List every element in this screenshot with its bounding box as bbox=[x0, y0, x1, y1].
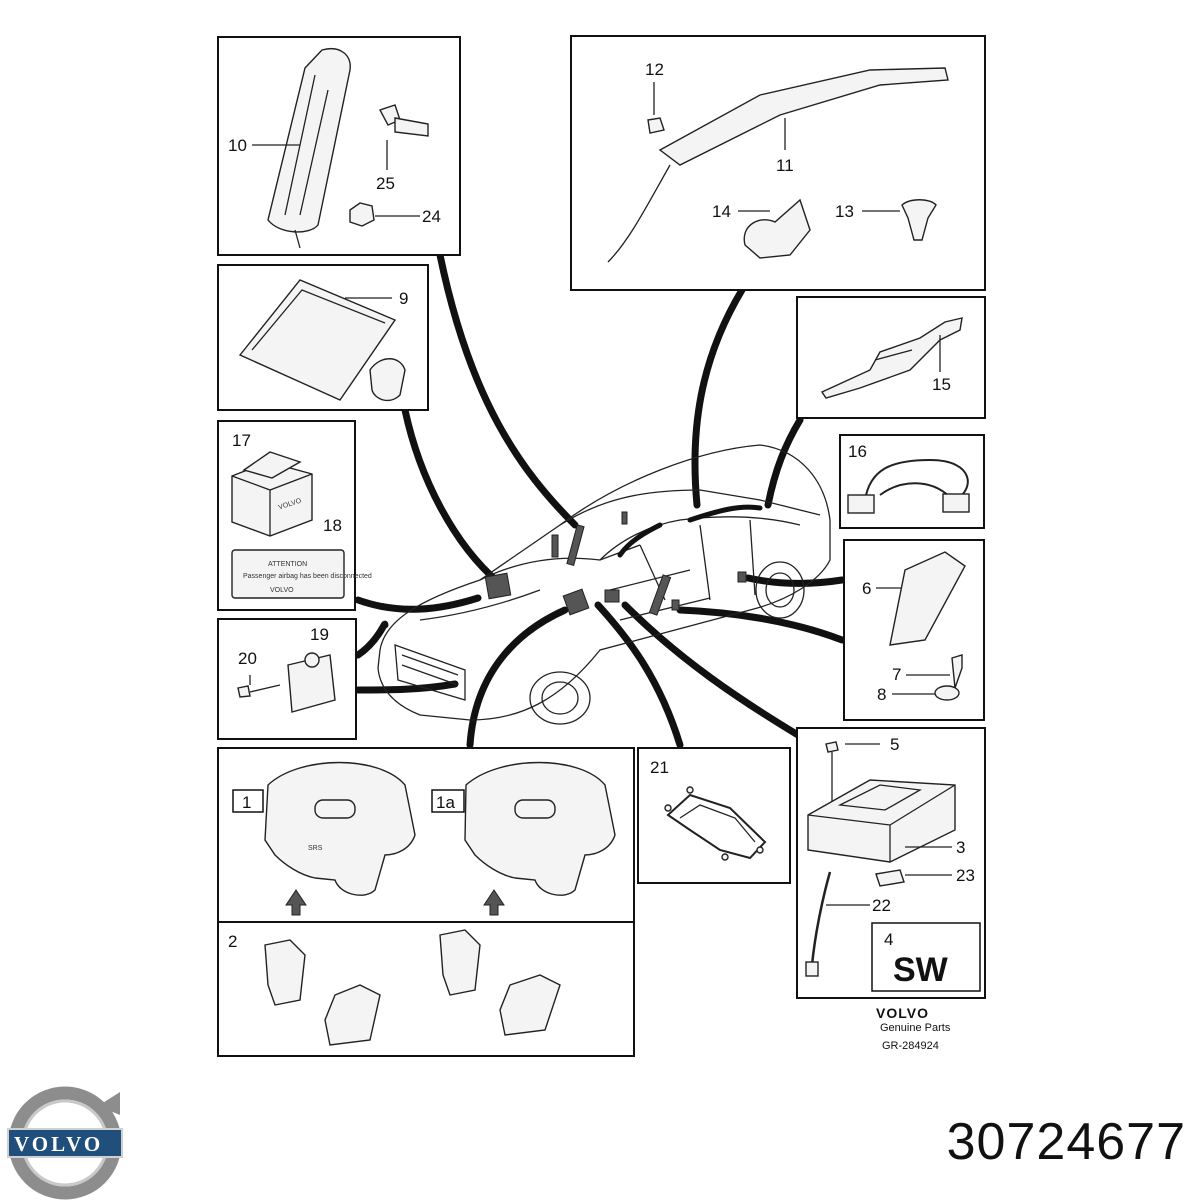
label-3: 3 bbox=[956, 838, 965, 857]
label-21: 21 bbox=[650, 758, 669, 777]
panel-box-and-sticker: 17 VOLVO 18 ATTENTION Passenger airbag h… bbox=[217, 420, 372, 611]
footer-brand: VOLVO bbox=[876, 1005, 929, 1021]
label-12: 12 bbox=[645, 60, 664, 79]
label-22: 22 bbox=[872, 896, 891, 915]
panel-control-module: 5 3 23 22 4 SW bbox=[796, 727, 986, 999]
panel-side-airbag: 10 25 24 bbox=[217, 36, 461, 256]
panel-side-sensor: 6 7 8 bbox=[843, 539, 985, 721]
label-17: 17 bbox=[232, 431, 251, 450]
label-7: 7 bbox=[892, 665, 901, 684]
part-number: 30724677 bbox=[946, 1113, 1186, 1171]
label-19: 19 bbox=[310, 625, 329, 644]
callout-arrows bbox=[354, 251, 846, 749]
label-2: 2 bbox=[228, 932, 237, 951]
srs-text: SRS bbox=[308, 845, 323, 852]
sticker-title: ATTENTION bbox=[268, 561, 307, 568]
panel-steering-airbag: 1 1a SRS 2 bbox=[217, 747, 635, 1057]
label-9: 9 bbox=[399, 289, 408, 308]
panel-curtain-airbag: 12 11 14 13 bbox=[570, 35, 986, 291]
label-1: 1 bbox=[242, 793, 251, 812]
panel-passenger-airbag: 9 bbox=[217, 264, 429, 411]
label-20: 20 bbox=[238, 649, 257, 668]
label-8: 8 bbox=[877, 685, 886, 704]
sticker-brand: VOLVO bbox=[270, 587, 294, 594]
label-16: 16 bbox=[848, 442, 867, 461]
car-illustration bbox=[377, 444, 831, 725]
label-24: 24 bbox=[422, 207, 441, 226]
label-25: 25 bbox=[376, 174, 395, 193]
sticker-text: Passenger airbag has been disconnected bbox=[243, 573, 372, 580]
label-18: 18 bbox=[323, 516, 342, 535]
label-1a: 1a bbox=[436, 793, 455, 812]
panel-harness: 21 bbox=[637, 747, 791, 884]
sw-badge: SW bbox=[893, 951, 949, 989]
footer-ref: GR-284924 bbox=[882, 1040, 939, 1052]
label-15: 15 bbox=[932, 375, 951, 394]
panel-sensor-unit: 19 20 bbox=[217, 618, 357, 740]
label-11: 11 bbox=[776, 156, 794, 175]
label-4: 4 bbox=[884, 930, 893, 949]
genuine-parts-footer: VOLVO Genuine Parts GR-284924 bbox=[876, 1005, 951, 1052]
label-5: 5 bbox=[890, 735, 899, 754]
label-13: 13 bbox=[835, 202, 854, 221]
footer-genuine: Genuine Parts bbox=[880, 1022, 951, 1034]
panel-bracket: 15 bbox=[796, 296, 986, 419]
volvo-logo: VOLVO bbox=[7, 1086, 123, 1200]
label-6: 6 bbox=[862, 579, 871, 598]
label-10: 10 bbox=[228, 136, 247, 155]
label-23: 23 bbox=[956, 866, 975, 885]
logo-text: VOLVO bbox=[14, 1132, 103, 1156]
label-14: 14 bbox=[712, 202, 731, 221]
panel-cable: 16 bbox=[839, 434, 985, 529]
